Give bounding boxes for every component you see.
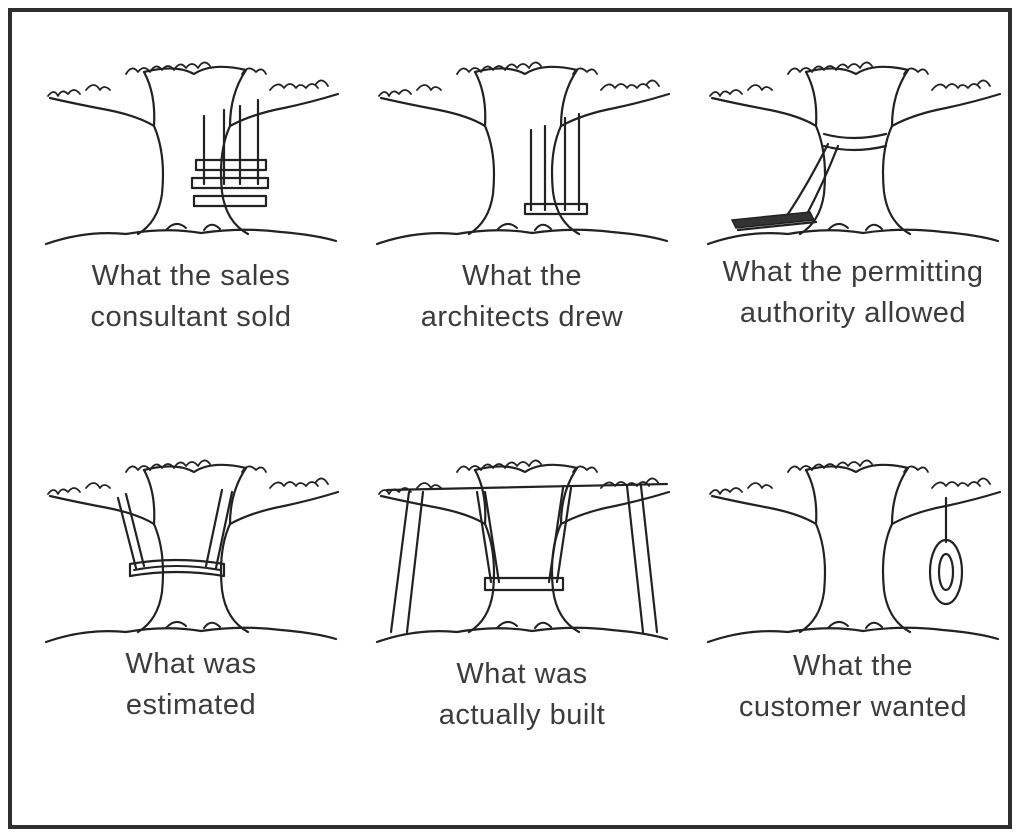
panel-caption: What the customer wanted [688,646,1018,728]
panel-actually-built: What was actually built [357,432,687,827]
caption-line: architects drew [420,301,624,333]
caption-line: What the sales [91,260,291,292]
panel-sales-consultant: What the sales consultant sold [26,34,356,429]
tree-with-swing-through-trunk-icon [375,61,671,246]
caption-line: customer wanted [738,691,968,723]
caption-line: consultant sold [90,301,292,333]
figure-frame: What the sales consultant sold What the … [8,8,1012,829]
caption-line: What the [792,650,914,682]
caption-line: actually built [438,699,606,731]
tree-with-swing-on-ground-icon [706,61,1002,246]
panel-caption: What the architects drew [357,256,687,338]
tree-with-seat-around-trunk-icon [44,459,340,644]
panel-customer-wanted: What the customer wanted [688,432,1018,827]
caption-line: What the [461,260,583,292]
panel-caption: What the permitting authority allowed [688,252,1018,334]
panel-caption: What the sales consultant sold [26,256,356,338]
panel-estimated: What was estimated [26,432,356,827]
panel-architects: What the architects drew [357,34,687,429]
tree-with-tire-swing-icon [706,459,1002,644]
caption-line: authority allowed [739,297,967,329]
panel-caption: What was estimated [26,644,356,726]
caption-line: estimated [125,689,257,721]
caption-line: What the permitting [722,256,984,288]
caption-line: What was [456,658,588,690]
tree-with-frame-swing-icon [375,459,671,644]
panel-caption: What was actually built [357,654,687,736]
panel-permitting-authority: What the permitting authority allowed [688,34,1018,429]
tree-with-three-tier-swing-icon [44,61,340,246]
caption-line: What was [125,648,257,680]
